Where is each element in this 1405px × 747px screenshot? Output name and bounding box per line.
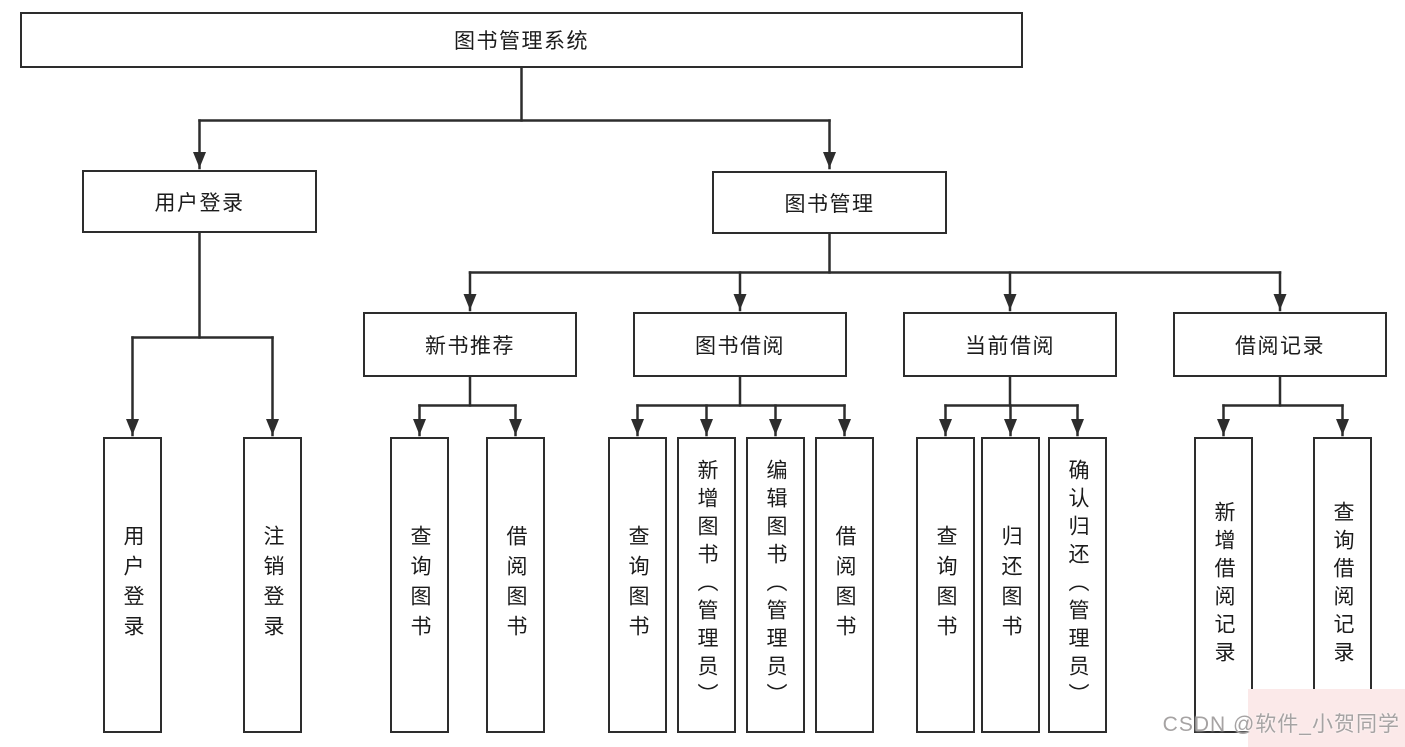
node-label: 编辑图书（管理员） <box>764 459 787 711</box>
node-leaf-bb-add-books-admin: 新增图书（管理员） <box>677 437 736 733</box>
node-current-borrow: 当前借阅 <box>903 312 1117 377</box>
node-label: 查询图书 <box>934 525 957 645</box>
node-label: 用户登录 <box>154 191 245 215</box>
node-label: 查询借阅记录 <box>1331 501 1354 669</box>
node-leaf-bb-borrow-books: 借阅图书 <box>815 437 874 733</box>
node-label: 用户登录 <box>121 525 144 645</box>
node-leaf-cb-return-books: 归还图书 <box>981 437 1040 733</box>
node-label: 查询图书 <box>626 525 649 645</box>
node-label: 新增图书（管理员） <box>695 459 718 711</box>
watermark-background <box>1248 689 1405 747</box>
node-leaf-user-login: 用户登录 <box>103 437 162 733</box>
node-leaf-br-query-record: 查询借阅记录 <box>1313 437 1372 733</box>
node-leaf-bb-query-books: 查询图书 <box>608 437 667 733</box>
node-label: 借阅图书 <box>504 525 527 645</box>
node-label: 当前借阅 <box>965 334 1055 358</box>
node-label: 图书管理系统 <box>454 30 589 53</box>
node-user-login: 用户登录 <box>82 170 317 233</box>
node-leaf-bb-edit-books-admin: 编辑图书（管理员） <box>746 437 805 733</box>
node-leaf-nbr-query-books: 查询图书 <box>390 437 449 733</box>
node-leaf-cb-query-books: 查询图书 <box>916 437 975 733</box>
node-label: 图书管理 <box>784 192 875 216</box>
node-label: 归还图书 <box>999 525 1022 645</box>
node-book-management: 图书管理 <box>712 171 947 234</box>
node-leaf-cb-confirm-return-admin: 确认归还（管理员） <box>1048 437 1107 733</box>
node-book-borrow: 图书借阅 <box>633 312 847 377</box>
node-leaf-logout: 注销登录 <box>243 437 302 733</box>
node-label: 查询图书 <box>408 525 431 645</box>
node-label: 图书借阅 <box>695 334 785 358</box>
node-label: 注销登录 <box>261 525 284 645</box>
node-library-management-system: 图书管理系统 <box>20 12 1023 68</box>
node-new-book-recommend: 新书推荐 <box>363 312 577 377</box>
node-label: 确认归还（管理员） <box>1066 459 1089 711</box>
node-leaf-nbr-borrow-books: 借阅图书 <box>486 437 545 733</box>
node-borrow-records: 借阅记录 <box>1173 312 1387 377</box>
watermark-text: CSDN @软件_小贺同学 <box>1162 713 1400 736</box>
node-label: 新书推荐 <box>425 334 515 358</box>
node-label: 借阅图书 <box>833 525 856 645</box>
node-label: 新增借阅记录 <box>1212 501 1235 669</box>
node-leaf-br-add-record: 新增借阅记录 <box>1194 437 1253 733</box>
node-label: 借阅记录 <box>1235 334 1325 358</box>
